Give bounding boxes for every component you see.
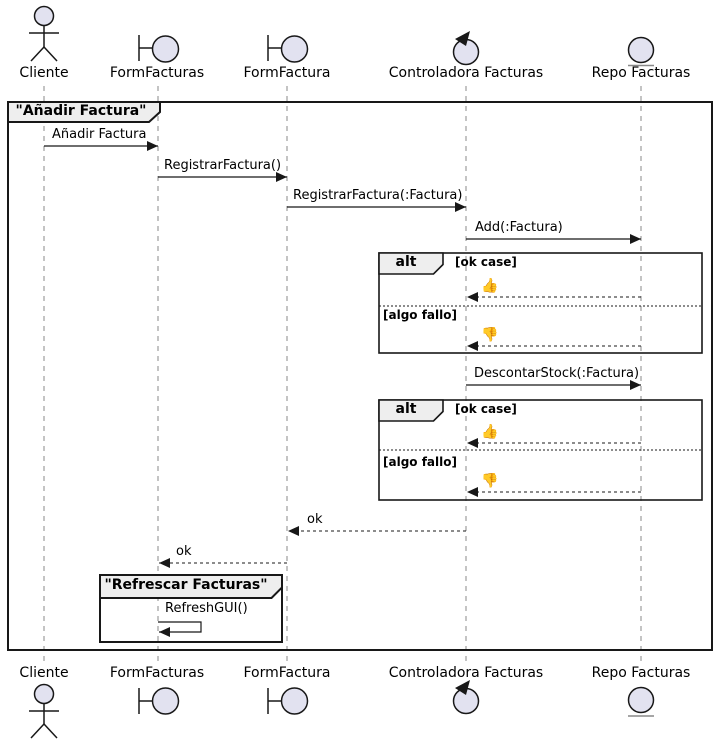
thumbs-up-icon: 👍 — [481, 424, 499, 440]
alt-fragment-1 — [378, 252, 703, 354]
participant-label-formfactura-bottom: FormFactura — [243, 665, 331, 681]
control-icon-bottom — [452, 680, 480, 715]
participant-label-formfacturas-bottom: FormFacturas — [109, 665, 205, 681]
main-frame-title-tab — [7, 101, 161, 123]
alt-1-guard-fail: [algo fallo] — [383, 308, 457, 322]
arrow-refresh-gui-self — [158, 621, 202, 637]
refresh-frame-title: "Refrescar Facturas" — [104, 577, 268, 593]
alt-2-operator-tab — [378, 399, 444, 422]
control-icon-top — [452, 31, 480, 66]
participant-label-cliente-bottom: Cliente — [19, 665, 69, 681]
refresh-frame — [99, 574, 283, 643]
message-label-refresh-gui: RefreshGUI() — [165, 601, 248, 616]
boundary-icon-bottom-formfactura — [267, 687, 309, 715]
alt-1-guard-ok: [ok case] — [455, 255, 517, 269]
thumbs-up-icon: 👍 — [481, 278, 499, 294]
main-frame-title: "Añadir Factura" — [15, 103, 147, 119]
refresh-frame-title-tab — [99, 574, 283, 599]
call-arrows — [44, 141, 641, 390]
message-label-add-factura: Add(:Factura) — [475, 220, 563, 235]
participant-label-controladora-top: Controladora Facturas — [388, 65, 544, 81]
participant-label-repo-bottom: Repo Facturas — [591, 665, 691, 681]
reply-arrows — [159, 292, 641, 568]
boundary-icon-top-formfacturas — [138, 35, 180, 63]
thumbs-down-icon: 👎 — [481, 327, 499, 343]
message-label-registrar-factura-param: RegistrarFactura(:Factura) — [293, 188, 463, 203]
participant-label-repo-top: Repo Facturas — [591, 65, 691, 81]
alt-1-operator-label: alt — [395, 254, 417, 270]
thumbs-down-icon: 👎 — [481, 473, 499, 489]
actor-icon-top — [29, 5, 59, 62]
message-label-ok-2: ok — [176, 544, 192, 559]
message-label-ok-1: ok — [307, 512, 323, 527]
participant-label-formfactura-top: FormFactura — [243, 65, 331, 81]
alt-2-guard-fail: [algo fallo] — [383, 455, 457, 469]
alt-2-guard-ok: [ok case] — [455, 402, 517, 416]
main-frame — [7, 101, 713, 651]
entity-icon-bottom — [627, 686, 655, 717]
alt-1-operator-tab — [378, 252, 444, 275]
message-label-registrar-factura: RegistrarFactura() — [164, 158, 282, 173]
boundary-icon-top-formfactura — [267, 35, 309, 63]
participant-label-controladora-bottom: Controladora Facturas — [388, 665, 544, 681]
alt-fragment-2 — [378, 399, 703, 501]
lifelines — [43, 86, 642, 664]
alt-2-operator-label: alt — [395, 401, 417, 417]
message-label-descontar-stock: DescontarStock(:Factura) — [474, 366, 640, 381]
entity-icon-top — [627, 36, 655, 67]
participant-label-cliente-top: Cliente — [19, 65, 69, 81]
actor-icon-bottom — [29, 683, 59, 739]
boundary-icon-bottom-formfacturas — [138, 687, 180, 715]
message-label-anadir-factura: Añadir Factura — [52, 127, 147, 142]
participant-label-formfacturas-top: FormFacturas — [109, 65, 205, 81]
